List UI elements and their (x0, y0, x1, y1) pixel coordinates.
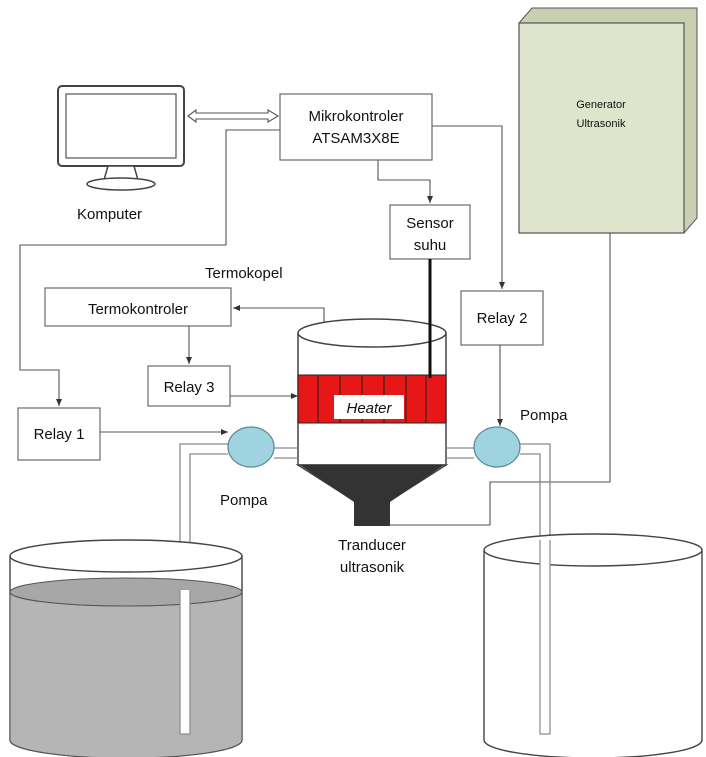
computer-monitor-icon (57, 85, 185, 191)
microcontroller-name: Mikrokontroler (308, 108, 403, 125)
right-tank-pipe (539, 540, 551, 735)
relay3-box (147, 365, 231, 407)
right-tank (483, 533, 703, 757)
sensor-type: suhu (414, 237, 447, 254)
microcontroller-box (279, 93, 433, 161)
left-tank-pipe (179, 590, 191, 735)
microcontroller-model: ATSAM3X8E (312, 130, 399, 147)
ultrasonic-transducer (354, 502, 390, 526)
relay2-box (460, 290, 544, 346)
reactor-vessel (297, 318, 447, 466)
ultrasonic-generator-box (518, 7, 698, 234)
relay3-label: Relay 3 (164, 379, 215, 396)
data-link-arrow (187, 108, 280, 124)
micro-sensor-line (377, 160, 433, 203)
relay2-label: Relay 2 (477, 310, 528, 327)
generator-transducer-cable (390, 233, 611, 526)
sensor-name: Sensor (406, 215, 454, 232)
thermocouple-label: Termokopel (205, 265, 283, 282)
heater-label: Heater (346, 400, 392, 417)
generator-type: Ultrasonik (577, 118, 626, 130)
transducer-name: Tranducer (338, 537, 406, 554)
transducer-cone (300, 465, 444, 502)
left-tank (9, 539, 243, 757)
micro-relay2-line (432, 125, 505, 289)
relay1-label: Relay 1 (34, 426, 85, 443)
generator-name: Generator (576, 99, 626, 111)
pump-left (227, 426, 275, 468)
pump-right-label: Pompa (520, 407, 568, 424)
pipe-vessel-right (446, 447, 474, 459)
pump-right (473, 426, 521, 468)
transducer-type: ultrasonik (340, 559, 405, 576)
pump-left-label: Pompa (220, 492, 268, 509)
heater-element (297, 374, 447, 424)
relay1-box (17, 407, 101, 461)
pipe-vessel-left (274, 447, 298, 459)
thermocontroller-box (44, 287, 232, 327)
micro-relay1-line (19, 129, 280, 406)
thermocontroller-label: Termokontroler (88, 301, 188, 318)
computer-label: Komputer (77, 206, 142, 223)
